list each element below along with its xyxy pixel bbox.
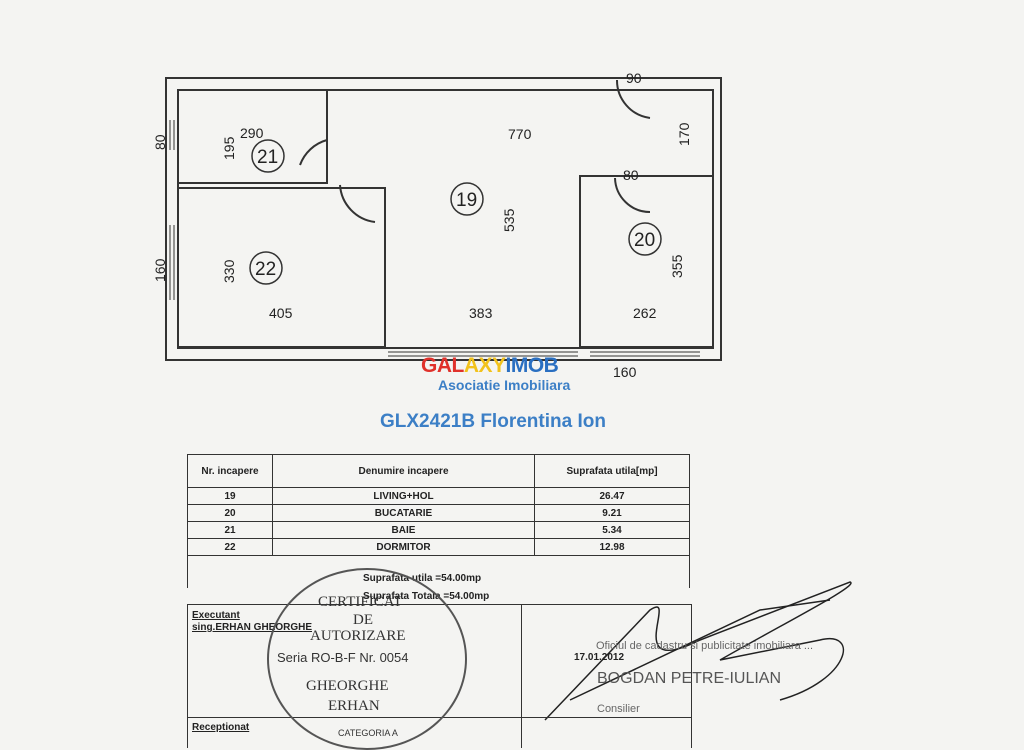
stamp-line3: AUTORIZARE: [310, 628, 406, 644]
door-arc-20: [614, 177, 651, 213]
dim-160-bottom: 160: [613, 364, 637, 380]
stamp-line1: CERTIFICAT: [318, 594, 403, 610]
engineer-name: sing.ERHAN GHEORGHE: [192, 622, 313, 633]
header-nr: Nr. incapere: [187, 454, 273, 488]
dim-195: 195: [221, 136, 237, 160]
dim-262: 262: [633, 305, 657, 321]
room-number-20: 20: [634, 230, 655, 251]
stamp-line6: ERHAN: [328, 698, 380, 714]
stamp-line2: DE: [353, 612, 373, 628]
dim-290: 290: [240, 125, 264, 141]
stamp-line5: GHEORGHE: [306, 678, 389, 694]
room-number-19: 19: [456, 190, 477, 211]
dim-770: 770: [508, 126, 532, 142]
room-20-walls: [579, 175, 714, 348]
signature-caption: Consilier: [597, 703, 640, 715]
dim-80-kitchen: 80: [623, 167, 639, 183]
brand-subtitle: Asociatie Imobiliara: [438, 377, 571, 393]
registrar-name: BOGDAN PETRE-IULIAN: [597, 670, 782, 687]
dim-383: 383: [469, 305, 493, 321]
dim-330: 330: [221, 259, 237, 283]
rooms-table: Nr. incapere Denumire incapere Suprafata…: [187, 454, 690, 588]
dim-355: 355: [669, 254, 685, 278]
dim-405: 405: [269, 305, 293, 321]
stamp-line4: Seria RO-B-F Nr. 0054: [277, 650, 409, 665]
dim-160-left: 160: [152, 258, 168, 282]
room-number-22: 22: [255, 259, 276, 280]
listing-code: GLX2421B Florentina Ion: [380, 411, 606, 432]
door-arc-entrance: [615, 79, 651, 119]
signature: [544, 581, 852, 721]
executant-label: Executant: [192, 610, 240, 621]
dim-170: 170: [676, 122, 692, 146]
dim-80-left: 80: [152, 134, 168, 150]
outer-wall: [165, 77, 722, 361]
date: 17.01.2012: [574, 652, 625, 663]
room-22-walls: [177, 187, 386, 348]
room-21-walls: [177, 89, 328, 184]
door-arc-21: [299, 139, 328, 166]
header-area: Suprafata utila[mp]: [534, 454, 690, 488]
door-arc-22: [339, 184, 376, 223]
dim-90: 90: [626, 70, 642, 86]
dim-535: 535: [501, 208, 517, 232]
header-name: Denumire incapere: [272, 454, 535, 488]
room-number-21: 21: [257, 147, 278, 168]
stamp-category: CATEGORIA A: [338, 728, 398, 738]
useful-total: Suprafata utila =54.00mp: [363, 573, 482, 584]
brand-logo: GALAXYIMOB: [421, 354, 559, 377]
receptionat-label: Receptionat: [192, 722, 250, 733]
office-note: Oficiul de cadastru si publicitate imobi…: [596, 640, 814, 652]
